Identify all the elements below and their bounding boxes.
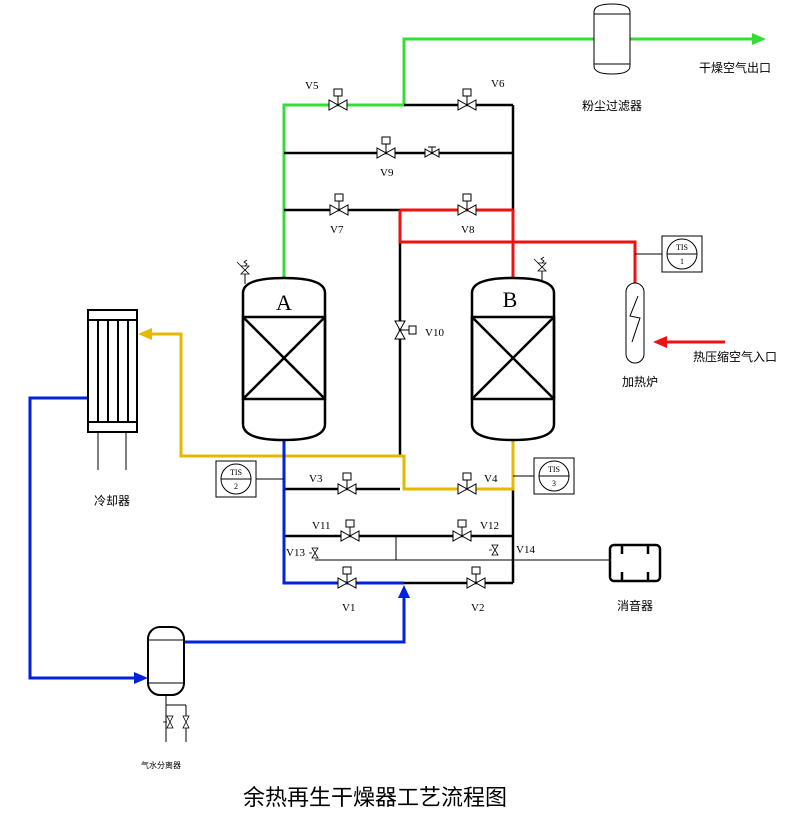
vessel-b[interactable]: B [470,276,556,442]
valve-v14-label: V14 [516,544,535,556]
valve-v13-label: V13 [286,547,305,559]
valve-v3-label: V3 [309,473,323,485]
tis-2-num: 2 [234,482,238,491]
safety-valve-b-icon [533,256,547,281]
manifold-arrow [398,585,410,598]
cooling-pipes [152,332,515,491]
valve-v9[interactable] [376,136,396,159]
valve-v7-label: V7 [330,224,344,236]
dry-air-outlet-label: 干燥空气出口 [699,60,771,75]
heater[interactable] [625,282,645,364]
tis-1-tag: TIS [676,243,688,252]
heating-element-icon [629,295,641,343]
valve-v3[interactable] [337,472,357,495]
valve-v5[interactable] [328,88,348,111]
water-separator[interactable] [147,626,187,742]
valve-v8[interactable] [457,193,477,216]
valve-v1[interactable] [337,566,357,589]
drain-valve-2-icon[interactable] [182,715,190,729]
valve-v10-label: V10 [425,327,444,339]
dry-air-pipe [282,37,594,280]
valve-v12-label: V12 [480,520,499,532]
separator-inlet-arrow [134,672,148,684]
valve-v1-label: V1 [342,602,355,614]
needle-valve-v9b[interactable] [424,146,440,158]
hot-air-inlet-arrow [653,336,667,348]
cooling-arrow [138,328,152,340]
valve-v11[interactable] [340,519,360,542]
valve-v7[interactable] [329,193,349,216]
heater-label: 加热炉 [622,375,658,389]
separator-label: 气水分离器 [141,760,181,770]
tis-1-instrument[interactable]: TIS 1 [635,235,703,273]
valve-v6[interactable] [457,88,477,111]
hot-air-pipes [398,208,725,344]
cooler[interactable] [87,309,138,470]
valve-v2-label: V2 [471,602,484,614]
valve-v9-label: V9 [380,167,394,179]
vessel-a-label: A [276,290,292,315]
valve-v2[interactable] [466,566,486,589]
hot-air-inlet-label: 热压缩空气入口 [693,349,777,364]
tis-3-instrument[interactable]: TIS 3 [513,457,575,495]
muffler-label: 消音器 [617,598,653,613]
valve-v11-label: V11 [312,520,331,532]
valve-v12[interactable] [452,519,472,542]
valve-v14[interactable] [488,544,499,556]
tis-2-tag: TIS [230,468,242,477]
valve-v5-label: V5 [305,80,319,92]
safety-valve-a-icon [236,259,250,284]
valve-v6-label: V6 [491,78,505,90]
dry-air-outlet-arrow [752,33,766,45]
tis-2-instrument[interactable]: TIS 2 [215,460,284,498]
valve-v8-label: V8 [461,224,475,236]
drain-valve-icon[interactable] [163,715,174,729]
valve-v4[interactable] [457,472,477,495]
tis-3-num: 3 [552,479,556,488]
valve-v4-label: V4 [484,473,498,485]
valve-v13[interactable] [308,547,319,559]
diagram-title: 余热再生干燥器工艺流程图 [243,786,507,811]
dust-filter[interactable] [593,3,631,75]
tis-3-tag: TIS [548,465,560,474]
dust-filter-label: 粉尘过滤器 [582,99,642,113]
muffler[interactable] [608,543,662,583]
valve-v10[interactable] [394,320,417,340]
regen-pipes [28,396,406,680]
vessel-b-label: B [503,287,518,312]
tis-1-num: 1 [680,257,684,266]
vessel-a[interactable]: A [241,276,327,442]
cooler-label: 冷却器 [94,494,130,508]
